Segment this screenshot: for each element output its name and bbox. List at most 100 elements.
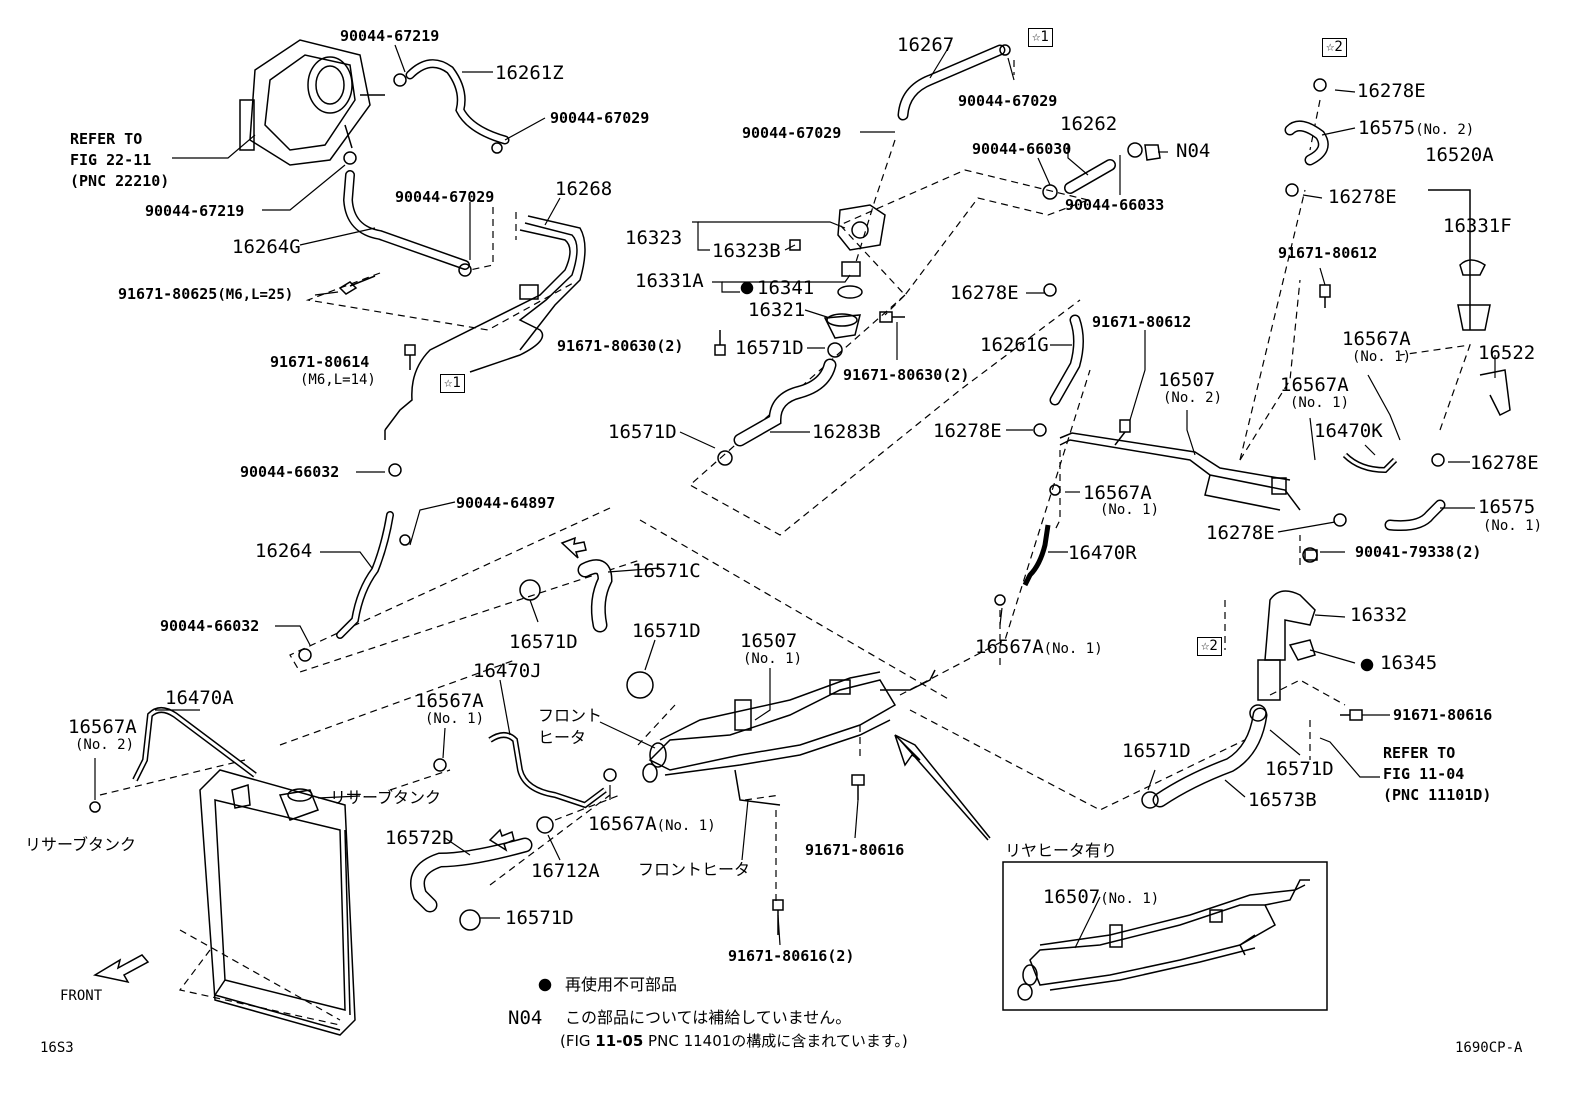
part-label: 16331A [635,270,704,292]
legend-n04-line1: この部品については補給していません。 [565,1008,852,1027]
part-label: 16571D [1122,740,1191,762]
part-label: 16567A [415,690,484,712]
inset-title: リヤヒータ有り [1005,841,1118,860]
dashed-guides [99,60,1471,1026]
water-outlet-16332 [1257,590,1316,701]
part-label: N04 [1176,140,1211,162]
part-label: 91671-80630(2) [557,337,684,355]
part-label: 90044-67219 [340,27,440,45]
front-arrow [92,954,150,984]
leader-lines [94,44,1496,949]
part-label: 16567A [1083,482,1152,504]
inset-box [1002,861,1328,1011]
part-label: 16567A(No. 1) [588,813,716,835]
part-label: 16507(No. 1) [1043,886,1160,908]
star-tag: ☆2 [1322,38,1347,57]
part-label: 90044-66030 [972,140,1072,158]
part-label: 16573B [1248,789,1317,811]
part-label: 16278E [933,420,1002,442]
part-label: 90044-67029 [958,92,1058,110]
part-sub-label: (No. 1) [1290,395,1350,411]
part-label: 16332 [1350,604,1408,626]
star-tag: ☆1 [440,374,465,393]
part-label: 91671-80616(2) [728,947,855,965]
part-label: 90044-67219 [145,202,245,220]
part-label: 16470K [1314,420,1383,442]
part-label: 16470J [473,660,542,682]
reserve-tank-label: リサーブタンク [25,835,137,854]
legend-n04-code: N04 [508,1007,543,1029]
part-sub-label: (No. 1) [1483,518,1543,534]
part-label: 16283B [812,421,881,443]
part-label: 16571D [608,421,677,443]
part-label: 16261G [980,334,1049,356]
star-tag: ☆2 [1197,637,1222,656]
refer-label: FIG 11-04 [1383,765,1465,783]
refer-label: (PNC 11101D) [1383,786,1492,804]
pipe-16507-no2 [1059,432,1301,511]
star-tag: ☆1 [1028,28,1053,47]
part-label: 16567A [1280,374,1349,396]
refer-label: (PNC 22210) [70,172,170,190]
part-label: 16264G [232,236,301,258]
bolts [338,239,1363,935]
part-label: 91671-80630(2) [843,366,970,384]
part-label: 90044-67029 [550,109,650,127]
part-label: 16571D [632,620,701,642]
part-label: 16470R [1068,542,1137,564]
refer-label: REFER TO [1383,744,1456,762]
part-label: 16507 [740,630,798,652]
part-label: 16520A [1425,144,1494,166]
pipe-16507-no1 [642,669,936,806]
reserve-tank-label: リサーブタンク [330,788,442,807]
reserve-tank-cap [1428,189,1511,417]
part-label: 90044-66032 [160,617,260,635]
part-sub-label: (No. 1) [1100,502,1160,518]
part-sub-label: (No. 2) [75,737,135,753]
part-label: 91671-80616 [1393,706,1493,724]
part-label: 90044-66033 [1065,196,1165,214]
part-label: 16507 [1158,369,1216,391]
part-label: 16345 [1380,652,1438,674]
part-label: 16575(No. 2) [1358,117,1475,139]
part-label: 90044-64897 [456,494,556,512]
front-label: FRONT [60,988,103,1004]
refer-label: FIG 22-11 [70,151,152,169]
part-label: 16323 [625,227,683,249]
thermostat-housing [823,204,886,339]
part-label: 16262 [1060,113,1118,135]
pipe-16268 [384,215,586,440]
legend-n04-line2: (FIG 11-05 PNC 11401の構成に含まれています。) [560,1032,908,1050]
part-label: 91671-80612 [1278,244,1378,262]
part-label: 16571D [735,337,804,359]
part-label: 91671-80616 [805,841,905,859]
part-sub-label: (No. 1) [425,711,485,727]
part-label: 16278E [1206,522,1275,544]
part-label: 91671-80625(M6,L=25) [118,285,294,303]
part-label: 16522 [1478,342,1536,364]
footer-code-right: 1690CP-A [1455,1040,1523,1056]
part-sub-label: (M6,L=14) [300,372,376,388]
part-label: 16278E [1357,80,1426,102]
part-label: 16712A [531,860,600,882]
part-label: 90044-67029 [395,188,495,206]
part-label: 91671-80612 [1092,313,1192,331]
part-label: 16575 [1478,496,1536,518]
part-sub-label: (No. 1) [743,651,803,667]
part-label: 16267 [897,34,955,56]
part-label: 16572D [385,827,454,849]
part-label: 90044-66032 [240,463,340,481]
front-heater-label: ヒータ [538,728,587,747]
part-label: 16567A [1342,328,1411,350]
footer-code-left: 16S3 [40,1040,74,1056]
part-sub-label: (No. 2) [1163,390,1223,406]
part-label: 16470A [165,687,234,709]
part-label: 16341 [757,277,815,299]
part-label: 16321 [748,299,806,321]
part-label: 16278E [1470,452,1539,474]
part-label: 16567A [68,716,137,738]
part-label: 16268 [555,178,613,200]
part-sub-label: (No. 1) [1352,349,1412,365]
